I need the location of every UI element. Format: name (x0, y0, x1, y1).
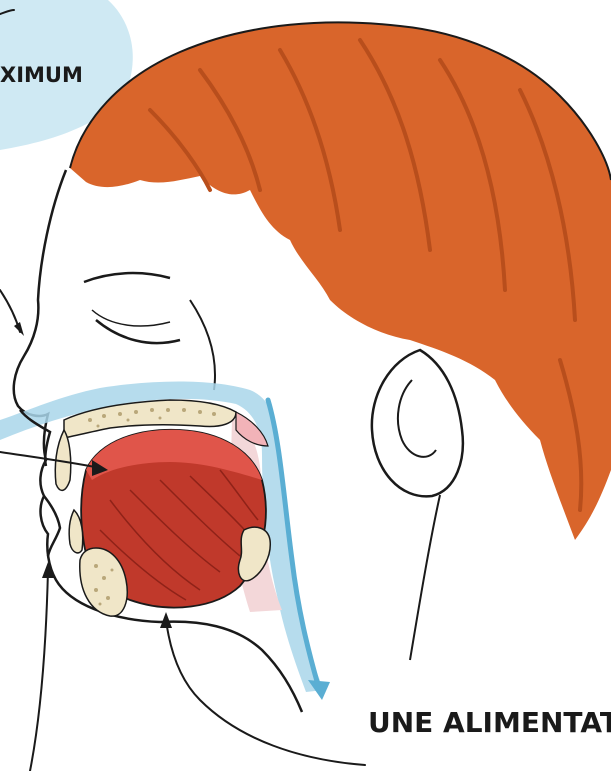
bottom-caption: UNE ALIMENTAT (368, 706, 611, 739)
bubble-text: XIMUM (0, 63, 83, 87)
